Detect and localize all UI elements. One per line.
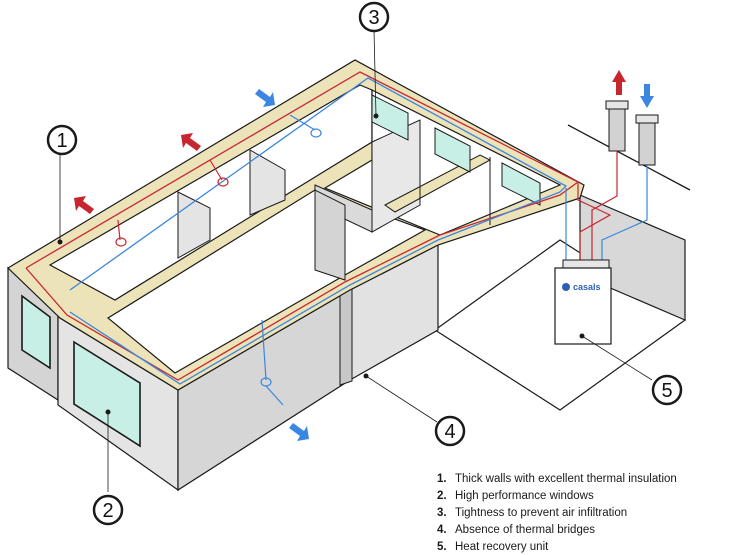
airflow-out-arrow-icon-1 <box>74 196 94 214</box>
legend-num-5: 5. <box>437 541 447 553</box>
supply-branch-2 <box>261 319 267 381</box>
heat-recovery-unit: casals <box>554 259 612 345</box>
inner-wall-2 <box>249 149 286 216</box>
callout-2: 2 <box>92 494 124 526</box>
callout-5: 5 <box>651 374 683 406</box>
supply-arrow-icon <box>640 84 654 108</box>
svg-text:1: 1 <box>56 130 67 152</box>
pillar <box>339 288 353 386</box>
window-left <box>21 294 51 370</box>
exhaust-branch-2 <box>209 159 223 181</box>
legend-num-2: 2. <box>437 490 447 502</box>
inner-wall-1 <box>177 191 211 259</box>
svg-text:3: 3 <box>368 7 379 29</box>
airflow-in-arrow-icon-2 <box>289 423 309 441</box>
supply-chimney <box>635 114 659 166</box>
callout-1: 1 <box>46 124 78 156</box>
legend-text-5: Heat recovery unit <box>455 541 549 553</box>
exhaust-branch-1 <box>117 219 121 241</box>
room-center-floor <box>106 189 427 374</box>
roof-line <box>567 124 691 191</box>
legend-text-4: Absence of thermal bridges <box>455 524 595 536</box>
legend-num-1: 1. <box>437 473 447 485</box>
supply-duct <box>69 77 568 385</box>
legend-num-4: 4. <box>437 524 447 536</box>
airflow-out-arrow-icon-2 <box>181 133 201 151</box>
window-front <box>73 340 141 448</box>
exhaust-chimney <box>605 100 629 152</box>
legend: 1. Thick walls with excellent thermal in… <box>437 473 677 553</box>
inner-window-back-3 <box>501 162 541 206</box>
casals-logo-icon <box>562 283 570 291</box>
supply-branch-1 <box>289 114 316 131</box>
inner-window-back-1 <box>371 94 409 141</box>
legend-text-1: Thick walls with excellent thermal insul… <box>455 473 677 485</box>
callout-4: 4 <box>434 415 466 447</box>
svg-text:4: 4 <box>444 421 455 443</box>
legend-num-3: 3. <box>437 507 447 519</box>
svg-text:2: 2 <box>102 500 113 522</box>
exhaust-riser <box>577 182 612 265</box>
svg-text:5: 5 <box>661 380 672 402</box>
legend-text-2: High performance windows <box>455 490 594 502</box>
legend-text-3: Tightness to prevent air infiltration <box>455 507 627 519</box>
exhaust-duct <box>25 71 580 381</box>
inner-window-back-2 <box>434 127 471 173</box>
airflow-in-arrow-icon-1 <box>255 89 275 107</box>
exhaust-arrow-icon <box>612 70 626 95</box>
inner-wall-4 <box>314 189 346 281</box>
callout-3: 3 <box>358 1 390 33</box>
unit-brand: casals <box>573 282 601 292</box>
